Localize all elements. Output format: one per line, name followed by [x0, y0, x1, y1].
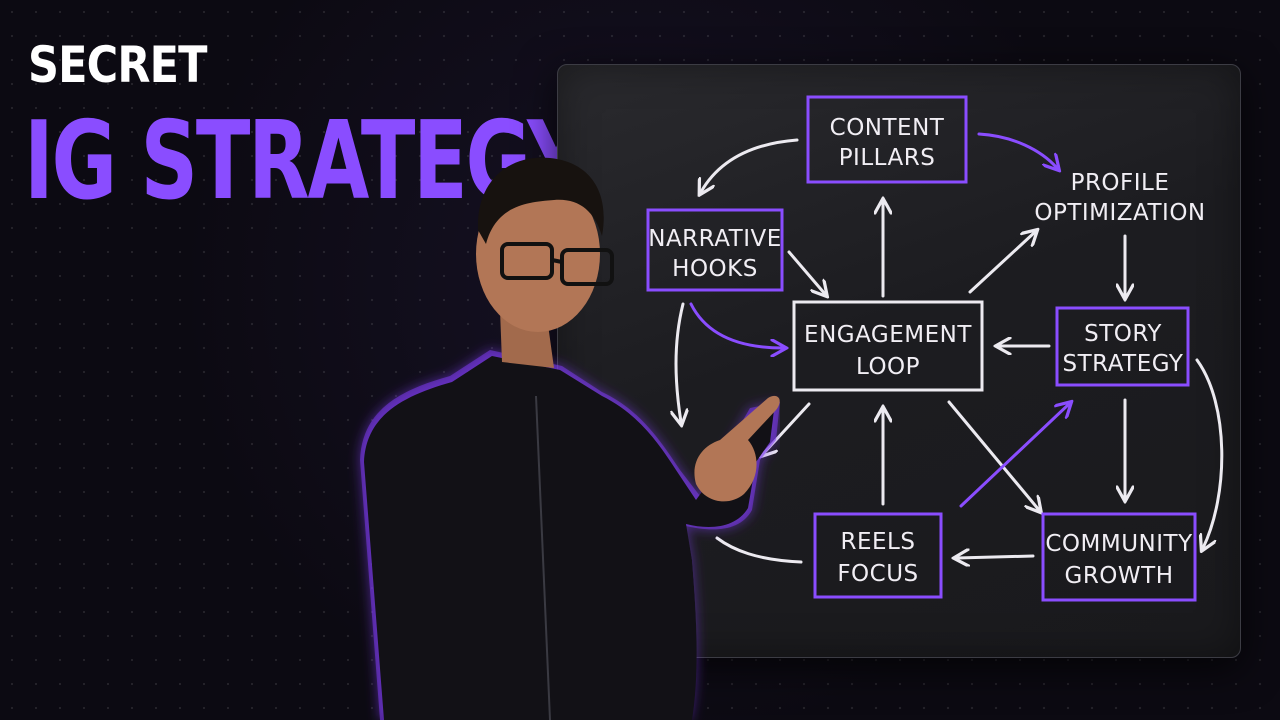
node-profile-optimization: PROFILE OPTIMIZATION — [1034, 170, 1205, 226]
node-narrative-hooks: NARRATIVE HOOKS — [646, 208, 784, 292]
node-reels-focus-line1: REELS — [841, 529, 916, 555]
strategy-diagram: CONTENT PILLARS PROFILE OPTIMIZATION NAR… — [646, 95, 1224, 602]
presenter-hand — [694, 395, 780, 502]
presenter-body — [364, 356, 774, 720]
node-reels-focus: REELS FOCUS — [813, 512, 943, 599]
arrow-content-to-profile — [977, 132, 1057, 168]
arrow-reels-to-story — [959, 404, 1069, 508]
node-content-pillars-line2: PILLARS — [839, 145, 936, 171]
node-story-strategy-line1: STORY — [1084, 321, 1162, 347]
node-profile-optimization-line2: OPTIMIZATION — [1034, 200, 1205, 226]
arrow-engagement-to-community — [947, 400, 1039, 510]
node-engagement-loop-line1: ENGAGEMENT — [804, 322, 972, 348]
node-community-growth: COMMUNITY GROWTH — [1041, 512, 1197, 602]
headline-secret: SECRET — [28, 36, 207, 94]
node-engagement-loop-line2: LOOP — [856, 354, 920, 380]
node-community-growth-line1: COMMUNITY — [1045, 531, 1193, 557]
node-profile-optimization-line1: PROFILE — [1071, 170, 1170, 196]
node-content-pillars: CONTENT PILLARS — [806, 95, 968, 184]
arrow-engagement-to-profile — [968, 232, 1035, 294]
node-engagement-loop: ENGAGEMENT LOOP — [792, 300, 984, 392]
node-story-strategy: STORY STRATEGY — [1055, 306, 1190, 387]
node-narrative-hooks-line2: HOOKS — [672, 256, 758, 282]
arrow-narrative-curve-to-engagement — [689, 302, 783, 348]
presenter-head — [476, 176, 600, 332]
person-pointing-icon — [360, 157, 780, 720]
node-story-strategy-line2: STRATEGY — [1063, 351, 1184, 377]
arrow-content-to-narrative — [701, 138, 799, 192]
node-content-pillars-line1: CONTENT — [830, 115, 945, 141]
arrow-story-loop-right — [1195, 358, 1224, 548]
arrow-narrative-to-engagement — [787, 250, 825, 294]
arrow-community-to-reels — [957, 556, 1035, 558]
node-community-growth-line2: GROWTH — [1065, 563, 1174, 589]
arrow-narrative-down — [676, 302, 683, 422]
node-narrative-hooks-line1: NARRATIVE — [648, 226, 782, 252]
node-reels-focus-line2: FOCUS — [837, 561, 918, 587]
arrow-reels-loop-left — [715, 536, 803, 564]
